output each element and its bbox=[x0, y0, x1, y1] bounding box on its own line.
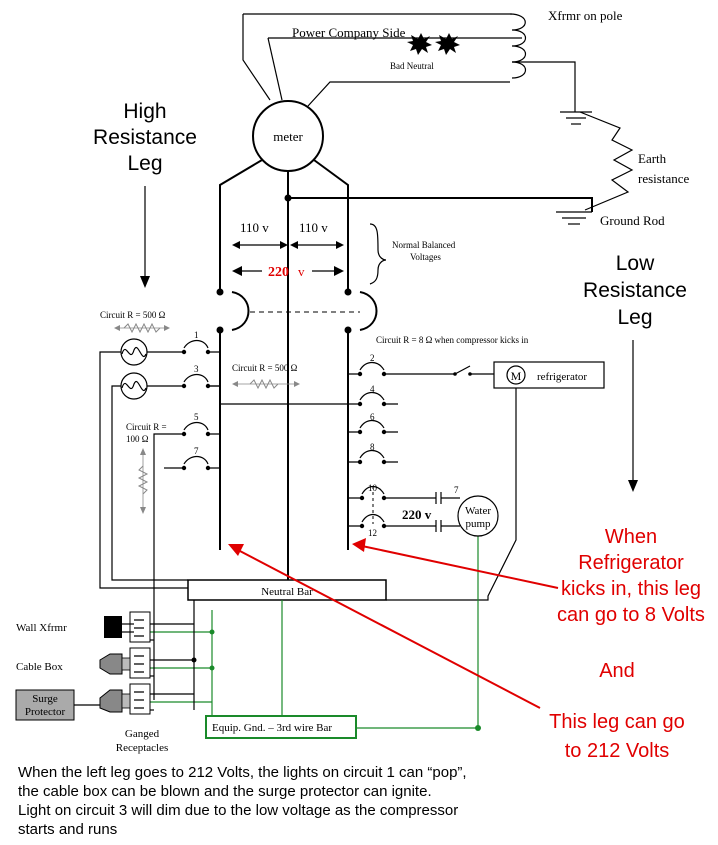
breaker-number-10: 10 bbox=[368, 483, 378, 493]
main-breaker-icon bbox=[216, 291, 378, 334]
voltage-arrows-icon bbox=[232, 241, 344, 276]
right-branch-breakers bbox=[348, 361, 436, 529]
cable-box-plug-icon bbox=[99, 653, 131, 675]
earth-label: Earth bbox=[638, 151, 667, 166]
service-entrance-wires bbox=[216, 159, 593, 585]
breaker-number-2: 2 bbox=[370, 353, 375, 363]
equipment-ground-wires bbox=[150, 600, 481, 731]
motor-icon bbox=[506, 365, 526, 385]
callout-refrigerator-line1: When bbox=[605, 526, 657, 548]
power-company-side-label: Power Company Side bbox=[292, 25, 406, 40]
wall-xfmr-label: Wall Xfrmr bbox=[16, 622, 67, 634]
lamp-circuit-1-icon bbox=[120, 338, 170, 366]
voltage-110-left-label: 110 v bbox=[240, 220, 269, 235]
pump-breaker-number: 7 bbox=[454, 485, 459, 495]
pole-ground-icon bbox=[560, 111, 592, 125]
bad-neutral-spark-icon bbox=[407, 33, 460, 55]
circuit-r-100-label-line1: Circuit R = bbox=[126, 422, 167, 432]
normal-balanced-label-line2: Voltages bbox=[410, 252, 441, 262]
cable-box-label: Cable Box bbox=[16, 661, 63, 673]
ganged-receptacles-label-line1: Ganged bbox=[125, 728, 160, 740]
callout-212-line1: This leg can go bbox=[549, 711, 685, 733]
caption-line2: the cable box can be blown and the surge… bbox=[18, 783, 432, 800]
resistance-label: resistance bbox=[638, 171, 689, 186]
circuit-r-500-top-label: Circuit R = 500 Ω bbox=[100, 310, 166, 320]
surge-protector-plug-icon bbox=[74, 689, 131, 713]
breaker-number-4: 4 bbox=[370, 384, 375, 394]
low-resistance-label-line1: Low bbox=[616, 252, 655, 275]
earth-resistance-zigzag bbox=[579, 111, 634, 211]
equip-ground-bar bbox=[205, 715, 357, 739]
breaker-number-1: 1 bbox=[194, 330, 199, 340]
low-leg-arrow-icon bbox=[628, 340, 638, 492]
breaker-number-7: 7 bbox=[194, 446, 199, 456]
ganged-receptacles-icon bbox=[129, 611, 151, 715]
red-callout-arrows bbox=[228, 538, 559, 709]
xfmr-on-pole-label: Xfrmr on pole bbox=[548, 8, 623, 23]
neutral-bar-label: Neutral Bar bbox=[261, 586, 313, 598]
callout-212-line2: to 212 Volts bbox=[565, 740, 670, 762]
circuit-r-500-mid-label: Circuit R = 500 Ω bbox=[232, 363, 298, 373]
pump-voltage-label: 220 v bbox=[402, 507, 432, 522]
equip-ground-bar-label: Equip. Gnd. – 3rd wire Bar bbox=[212, 722, 332, 734]
low-resistance-label-line2: Resistance bbox=[583, 279, 687, 302]
resistor-arrow-top-icon bbox=[114, 322, 170, 334]
surge-protector-label-line2: Protector bbox=[25, 706, 66, 718]
ground-rod-icon bbox=[556, 211, 592, 225]
breaker-number-5: 5 bbox=[194, 412, 199, 422]
breaker-number-3: 3 bbox=[194, 364, 199, 374]
high-resistance-label-line3: Leg bbox=[127, 152, 162, 175]
caption-line1: When the left leg goes to 212 Volts, the… bbox=[18, 764, 467, 781]
motor-symbol: M bbox=[511, 369, 522, 383]
bad-neutral-label: Bad Neutral bbox=[390, 61, 434, 71]
water-pump-label-line1: Water bbox=[465, 505, 491, 517]
receptacle-wiring bbox=[150, 600, 215, 711]
neutral-bar bbox=[187, 579, 387, 601]
breaker-number-6: 6 bbox=[370, 412, 375, 422]
voltage-220-value: 220 bbox=[268, 265, 289, 280]
high-resistance-label-line2: Resistance bbox=[93, 126, 197, 149]
meter-label: meter bbox=[273, 129, 303, 144]
water-pump-circuit bbox=[435, 492, 479, 728]
pole-transformer-coil-icon bbox=[509, 13, 576, 112]
wall-xfmr-icon bbox=[104, 616, 122, 638]
callout-refrigerator-line3: kicks in, this leg bbox=[561, 578, 701, 600]
breaker-number-12: 12 bbox=[368, 528, 377, 538]
utility-feed bbox=[242, 13, 634, 225]
normal-balanced-label-line1: Normal Balanced bbox=[392, 240, 456, 250]
surge-protector-label-line1: Surge bbox=[32, 693, 58, 705]
lamp-circuit-3-icon bbox=[120, 372, 170, 400]
voltage-110-right-label: 110 v bbox=[299, 220, 328, 235]
refrigerator-label: refrigerator bbox=[537, 371, 587, 383]
water-pump-circle bbox=[457, 495, 499, 537]
circuit-r-8-label: Circuit R = 8 Ω when compressor kicks in bbox=[376, 335, 529, 345]
neutral-return-wires bbox=[99, 351, 188, 600]
ganged-receptacles-label-line2: Receptacles bbox=[116, 742, 169, 754]
circuit-r-100-label-line2: 100 Ω bbox=[126, 434, 149, 444]
callout-and: And bbox=[599, 660, 635, 682]
balanced-bracket-icon bbox=[369, 223, 387, 285]
callout-refrigerator-line4: can go to 8 Volts bbox=[557, 604, 705, 626]
high-resistance-label-line1: High bbox=[123, 100, 166, 123]
caption-line4: starts and runs bbox=[18, 821, 117, 838]
water-pump-label-line2: pump bbox=[465, 518, 491, 530]
resistor-arrow-vertical-icon bbox=[137, 448, 149, 514]
low-resistance-label-line3: Leg bbox=[617, 306, 652, 329]
voltage-220-unit: v bbox=[298, 264, 305, 279]
high-leg-arrow-icon bbox=[140, 186, 150, 288]
caption-line3: Light on circuit 3 will dim due to the l… bbox=[18, 802, 458, 819]
ground-rod-label: Ground Rod bbox=[600, 213, 665, 228]
callout-refrigerator-line2: Refrigerator bbox=[578, 552, 684, 574]
resistor-arrow-mid-icon bbox=[232, 378, 300, 390]
breaker-number-8: 8 bbox=[370, 442, 375, 452]
